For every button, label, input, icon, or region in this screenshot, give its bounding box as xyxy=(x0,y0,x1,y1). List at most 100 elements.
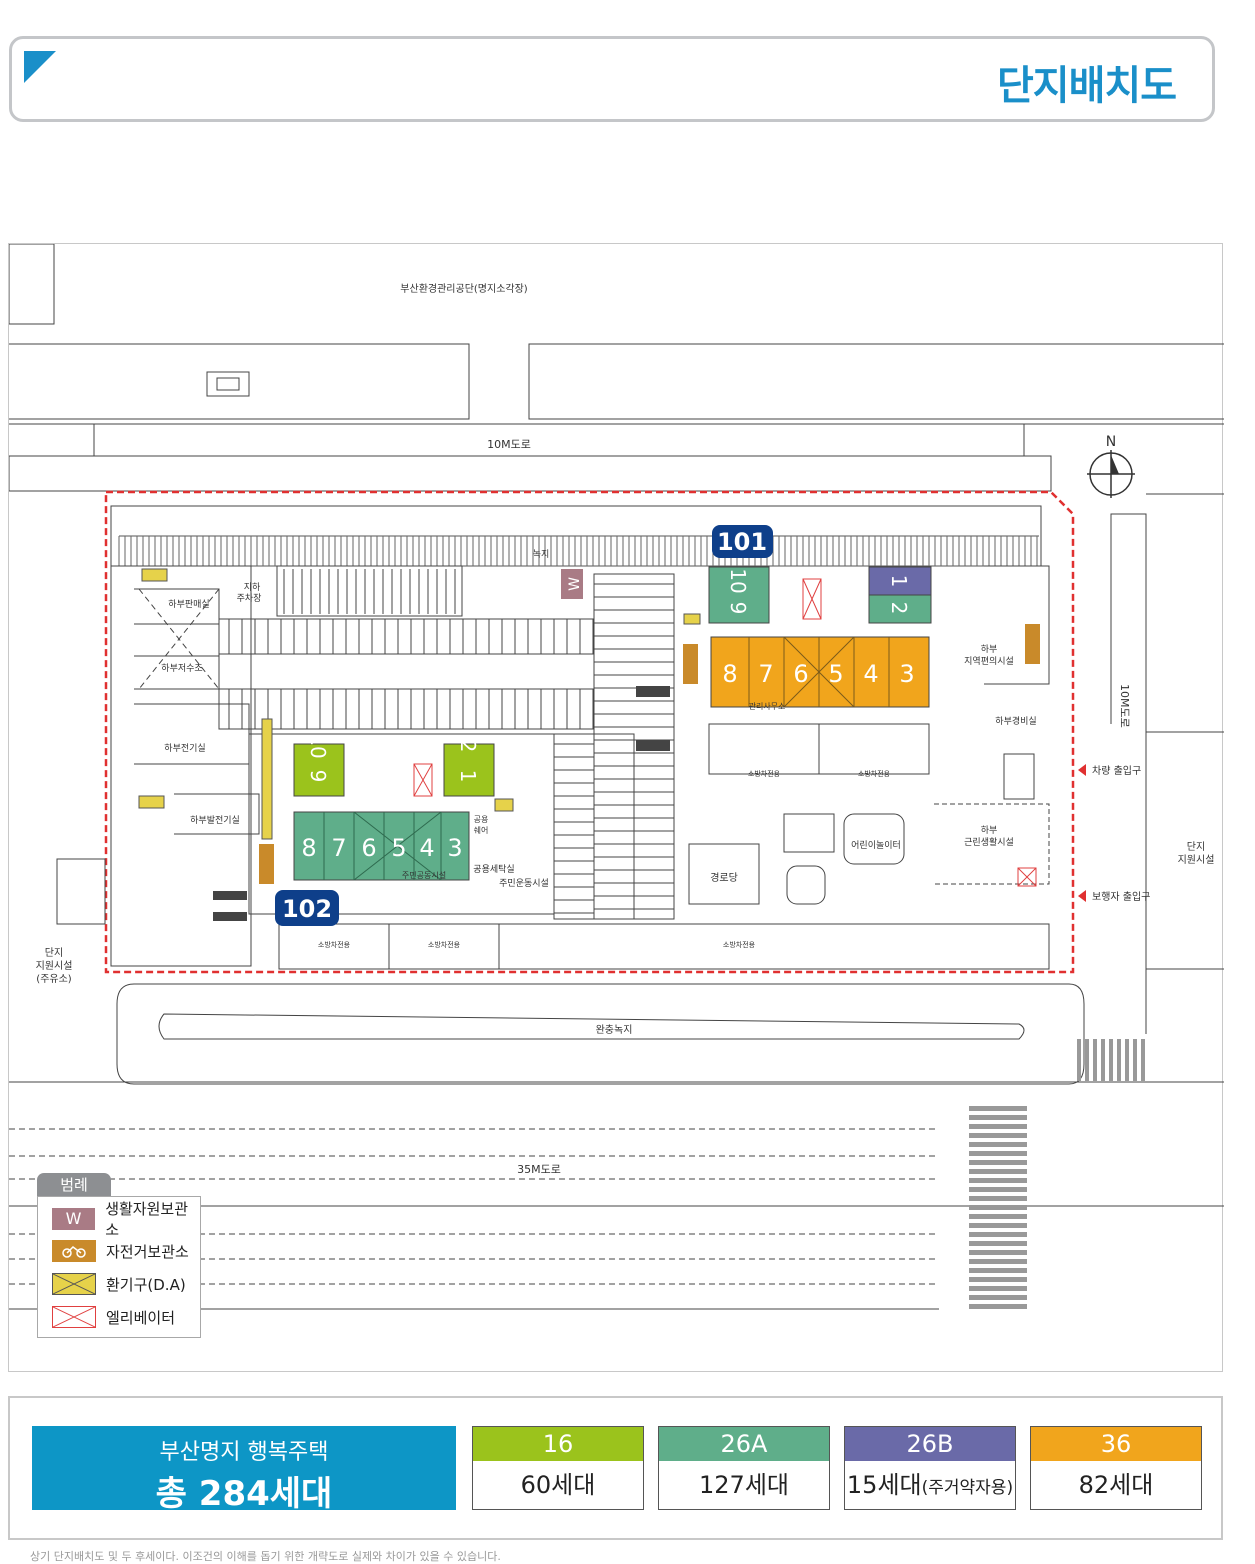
central-parking xyxy=(218,565,675,920)
guard-box xyxy=(1003,753,1035,800)
b102-unit-4: 4 xyxy=(419,834,434,862)
vent-icon-1 xyxy=(141,568,168,582)
neighbor-lot xyxy=(9,244,55,325)
support-right-label-1: 단지 xyxy=(1187,841,1205,853)
b101-unit-2 xyxy=(868,594,932,624)
haboo-store-label-2: 지역편의시설 xyxy=(964,655,1014,667)
type-box-16: 16 60세대 xyxy=(472,1426,644,1510)
b101-unit-10: 10 xyxy=(726,568,750,593)
north-letter: N xyxy=(1106,434,1116,450)
buffer-green xyxy=(116,983,1085,1085)
haboo-water-label: 하부저수조 xyxy=(161,663,202,674)
vent-strip xyxy=(261,718,273,840)
building-102-label: 102 xyxy=(282,895,332,923)
b101-orange-block xyxy=(710,636,930,708)
pedestrian-entrance-arrow-icon xyxy=(1078,890,1086,902)
type-16-label: 16 xyxy=(473,1427,643,1461)
b101-unit-9: 9 xyxy=(726,602,750,615)
b102-unit-2-1 xyxy=(443,743,495,797)
type-box-26a: 26A 127세대 xyxy=(658,1426,830,1510)
b101-unit-5: 5 xyxy=(828,660,843,688)
w-storage-icon xyxy=(561,569,583,599)
b102-unit-8: 8 xyxy=(301,834,316,862)
north-road-edge xyxy=(9,455,1052,492)
b102-unit-3: 3 xyxy=(447,834,462,862)
type-36-count: 82세대 xyxy=(1078,1471,1154,1499)
b102-unit-9: 9 xyxy=(306,770,330,783)
b102-unit-6: 6 xyxy=(361,834,376,862)
building-101-badge xyxy=(712,525,773,558)
recycling-storage-icon: W xyxy=(52,1208,96,1230)
legend-label-recycling: 생활자원보관소 xyxy=(105,1200,188,1239)
building-102-badge xyxy=(275,890,339,926)
top-neighbor-label: 부산환경관리공단(명지소각장) xyxy=(400,282,528,295)
haboo-elec-label: 하부전기실 xyxy=(164,743,205,754)
legend-label-vent: 환기구(D.A) xyxy=(106,1275,186,1294)
laundry-label: 공용세탁실 xyxy=(473,863,514,875)
store-box xyxy=(984,565,1050,685)
legend-row-elevator: 엘리베이터 xyxy=(52,1305,175,1329)
east-road-label: 10M도로 xyxy=(1118,684,1131,728)
b101-unit-2-label: 2 xyxy=(887,602,911,615)
header-panel: 단지배치도 xyxy=(9,36,1215,122)
fire-lanes xyxy=(278,723,1050,970)
elevator-icons xyxy=(413,578,1037,887)
corner-triangle-icon xyxy=(24,51,56,83)
b101-unit-6: 6 xyxy=(793,660,808,688)
parking-entrance-label-2: 주차장 xyxy=(237,592,262,604)
green-strip-label: 녹지 xyxy=(533,549,550,560)
footnote: 상기 단지배치도 및 두 후세이다. 이조건의 이해를 돕기 위한 개략도로 실… xyxy=(30,1550,501,1563)
total-subtitle: 부산명지 행복주택 xyxy=(159,1440,329,1465)
w-storage-symbol: W xyxy=(567,577,583,591)
haboo-living-label-2: 근린생활시설 xyxy=(964,836,1014,848)
haboo-guard-label: 하부경비실 xyxy=(995,715,1036,727)
playground-label: 어린이놀이터 xyxy=(851,840,901,851)
haboo-living-label-1: 하부 xyxy=(981,825,998,836)
b101-unit-1 xyxy=(868,566,932,596)
b101-unit-4: 4 xyxy=(863,660,878,688)
mgmt-office-label: 관리사무소 xyxy=(749,701,786,711)
south-road-label: 35M도로 xyxy=(517,1163,561,1176)
site-boundary xyxy=(104,490,1075,974)
type-16-count: 60세대 xyxy=(520,1471,596,1499)
green-strip-hatch xyxy=(110,505,1042,567)
west-parking xyxy=(110,565,260,967)
playground-box xyxy=(843,813,905,865)
north-block-right xyxy=(528,343,1224,420)
type-box-26b: 26B 15세대(주거약자용) xyxy=(844,1426,1016,1510)
legend-label-bike: 자전거보관소 xyxy=(106,1242,189,1261)
fire-zone-label-5: 소방차전용 xyxy=(858,769,891,778)
type-26b-note: (주거약자용) xyxy=(921,1478,1014,1498)
bike-storage-icon-3 xyxy=(1025,624,1040,664)
support-left-label-2: 지원시설 xyxy=(36,960,73,972)
type-26b-value: 15세대(주거약자용) xyxy=(845,1461,1015,1509)
vehicle-entrance-label: 차량 출입구 xyxy=(1092,764,1141,777)
b102-unit-10-9 xyxy=(293,743,345,797)
living-facility-box xyxy=(934,803,1050,885)
north-block-left xyxy=(9,343,470,420)
b102-unit-5: 5 xyxy=(391,834,406,862)
type-36-label: 36 xyxy=(1031,1427,1201,1461)
b102-unit-1: 1 xyxy=(456,770,480,783)
b102-unit-7: 7 xyxy=(331,834,346,862)
haboo-gen-label: 하부발전기실 xyxy=(190,815,240,826)
b101-unit-10-9 xyxy=(708,566,770,624)
vent-icon xyxy=(52,1273,96,1295)
b102-green-block xyxy=(293,811,470,881)
senior-center-box xyxy=(688,843,760,905)
b101-unit-1-label: 1 xyxy=(887,575,911,588)
support-right-label-2: 지원시설 xyxy=(1178,854,1215,866)
legend-row-bike: 자전거보관소 xyxy=(52,1239,189,1263)
page-title: 단지배치도 xyxy=(997,63,1177,109)
total-units: 총 284세대 xyxy=(155,1474,333,1514)
haboo-storage-label: 하부판매실 xyxy=(168,599,209,610)
haboo-store-label-1: 하부 xyxy=(981,644,998,655)
support-left-label-1: 단지 xyxy=(45,947,63,959)
b102-unit-10: 10 xyxy=(306,733,330,758)
type-26a-count: 127세대 xyxy=(699,1471,789,1499)
type-box-36: 36 82세대 xyxy=(1030,1426,1202,1510)
legend: W 생활자원보관소 자전거보관소 환기구(D.A) 엘리베이터 xyxy=(37,1196,201,1338)
b101-unit-8: 8 xyxy=(722,660,737,688)
fire-zone-label-2: 소방차전용 xyxy=(428,940,461,949)
legend-row-vent: 환기구(D.A) xyxy=(52,1272,186,1296)
